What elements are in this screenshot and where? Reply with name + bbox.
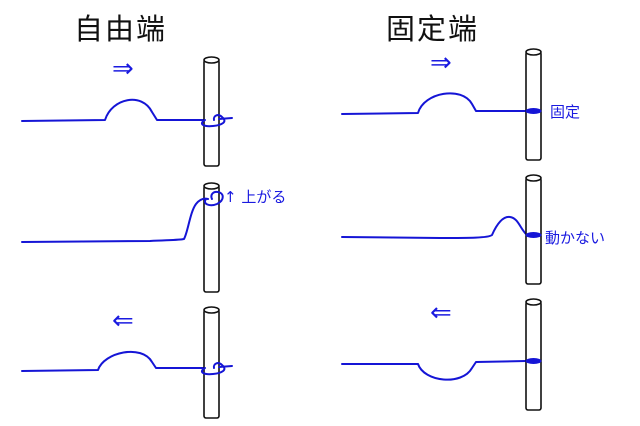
rod-top <box>525 298 542 306</box>
wave-string <box>21 351 206 372</box>
ring-loop <box>201 362 226 376</box>
annotation-does-not-move: 動かない <box>545 229 606 247</box>
free-end-row-1 <box>21 56 233 167</box>
fixed-rod <box>525 51 542 161</box>
wave-string <box>21 98 206 122</box>
fixed-knot <box>525 358 542 364</box>
rod-top <box>203 56 220 64</box>
fixed-end-row-2 <box>341 174 542 285</box>
free-end-heading: 自由端 <box>74 12 168 46</box>
wave-string <box>341 92 527 115</box>
fixed-knot <box>525 108 542 114</box>
wave-string-end <box>218 117 233 120</box>
fixed-rod <box>525 177 542 285</box>
wave-string-end <box>218 365 233 368</box>
rod-top <box>525 48 542 56</box>
fixed-rod <box>525 301 542 411</box>
right-arrow-icon: ⇒ <box>112 54 134 84</box>
rod-top <box>525 174 542 182</box>
free-end-row-3 <box>21 306 233 419</box>
fixed-knot <box>525 232 542 238</box>
ring-loop-raised <box>204 190 224 207</box>
annotation-rises: ↑ 上がる <box>224 188 287 206</box>
fixed-end-row-1 <box>341 48 542 161</box>
rod-top <box>203 182 220 190</box>
annotation-fixed: 固定 <box>550 103 581 121</box>
right-arrow-icon: ⇒ <box>430 48 452 78</box>
ring-rod <box>203 185 220 293</box>
fixed-end-heading: 固定端 <box>386 12 480 46</box>
free-end-row-2 <box>21 182 224 293</box>
rod-top <box>203 306 220 314</box>
fixed-end-row-3 <box>341 298 542 411</box>
left-arrow-icon: ⇐ <box>112 306 134 336</box>
left-arrow-icon: ⇐ <box>430 298 452 328</box>
ring-rod <box>203 59 220 167</box>
wave-string <box>341 360 527 381</box>
wave-string <box>21 197 209 243</box>
wave-string <box>341 215 527 239</box>
ring-loop <box>201 114 226 128</box>
